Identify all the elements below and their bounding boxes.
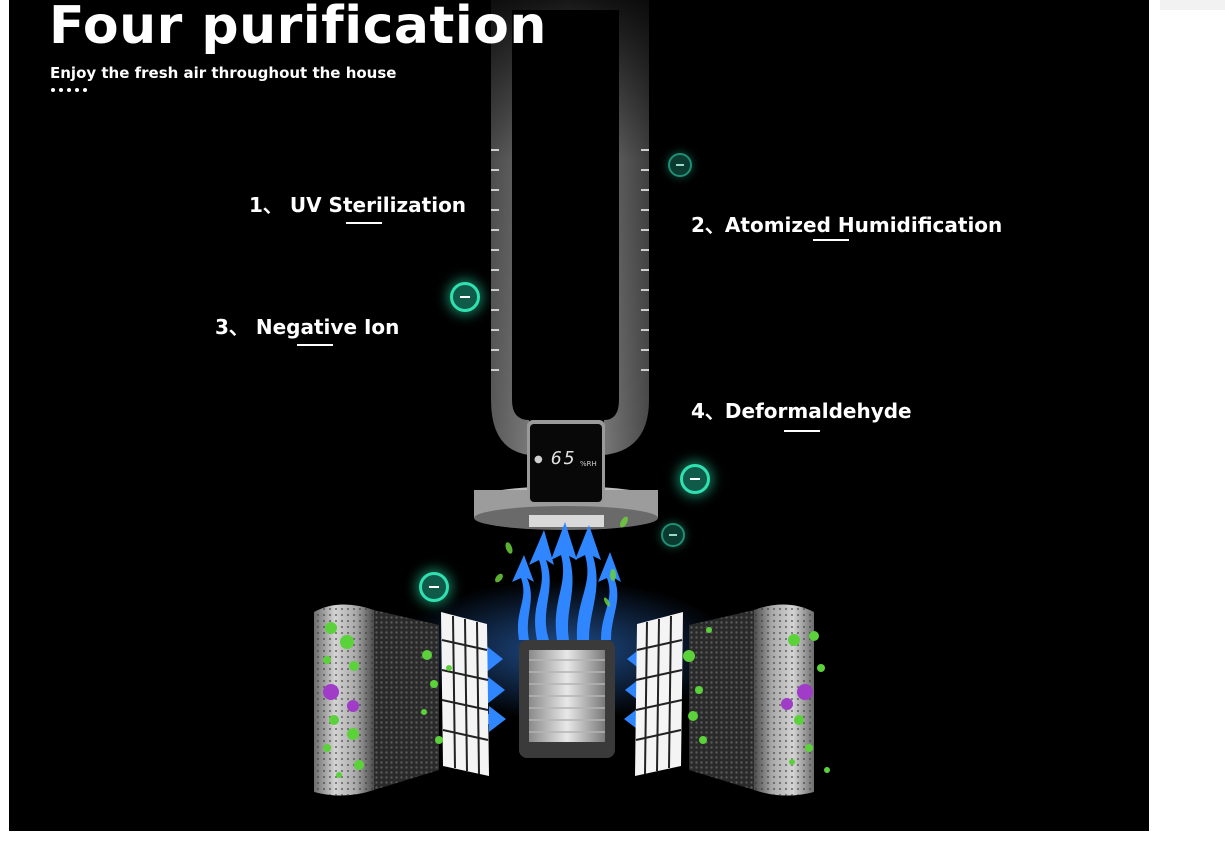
- feature-underline: [346, 222, 382, 224]
- negative-ion-icon: [668, 153, 692, 177]
- fan-motor: [519, 640, 615, 758]
- right-filter-cylinder: [689, 604, 814, 796]
- humidity-unit: %RH: [580, 460, 597, 468]
- left-mesh-filter: [441, 612, 489, 776]
- right-mesh-filter: [635, 612, 683, 776]
- feature-uv-sterilization: 1、 UV Sterilization: [249, 193, 467, 217]
- feature-underline: [297, 344, 333, 346]
- humidity-value: 65: [551, 448, 577, 469]
- feature-atomized-humidification: 2、Atomized Humidification: [691, 213, 1003, 237]
- feature-deformaldehyde: 4、Deformaldehyde: [691, 399, 912, 423]
- feature-negative-ion: 3、 Negative Ion: [215, 315, 400, 339]
- page-title: Four purification: [49, 0, 547, 56]
- water-drop-icon: ●: [534, 454, 543, 465]
- negative-ion-icon: [419, 572, 449, 602]
- dots-divider: [51, 88, 87, 92]
- page-edge: [1160, 0, 1225, 10]
- negative-ion-icon: [661, 523, 685, 547]
- product-banner: ● 65 %RH Four purification Enjoy the fre…: [9, 0, 1149, 831]
- feature-underline: [784, 430, 820, 432]
- tower-frame: [491, 0, 649, 460]
- negative-ion-icon: [680, 464, 710, 494]
- feature-underline: [813, 239, 849, 241]
- page-subtitle: Enjoy the fresh air throughout the house: [50, 64, 397, 82]
- virus-icon: [323, 516, 830, 778]
- control-display: [527, 420, 605, 504]
- negative-ion-icon: [450, 282, 480, 312]
- purifier-illustration: [314, 0, 830, 796]
